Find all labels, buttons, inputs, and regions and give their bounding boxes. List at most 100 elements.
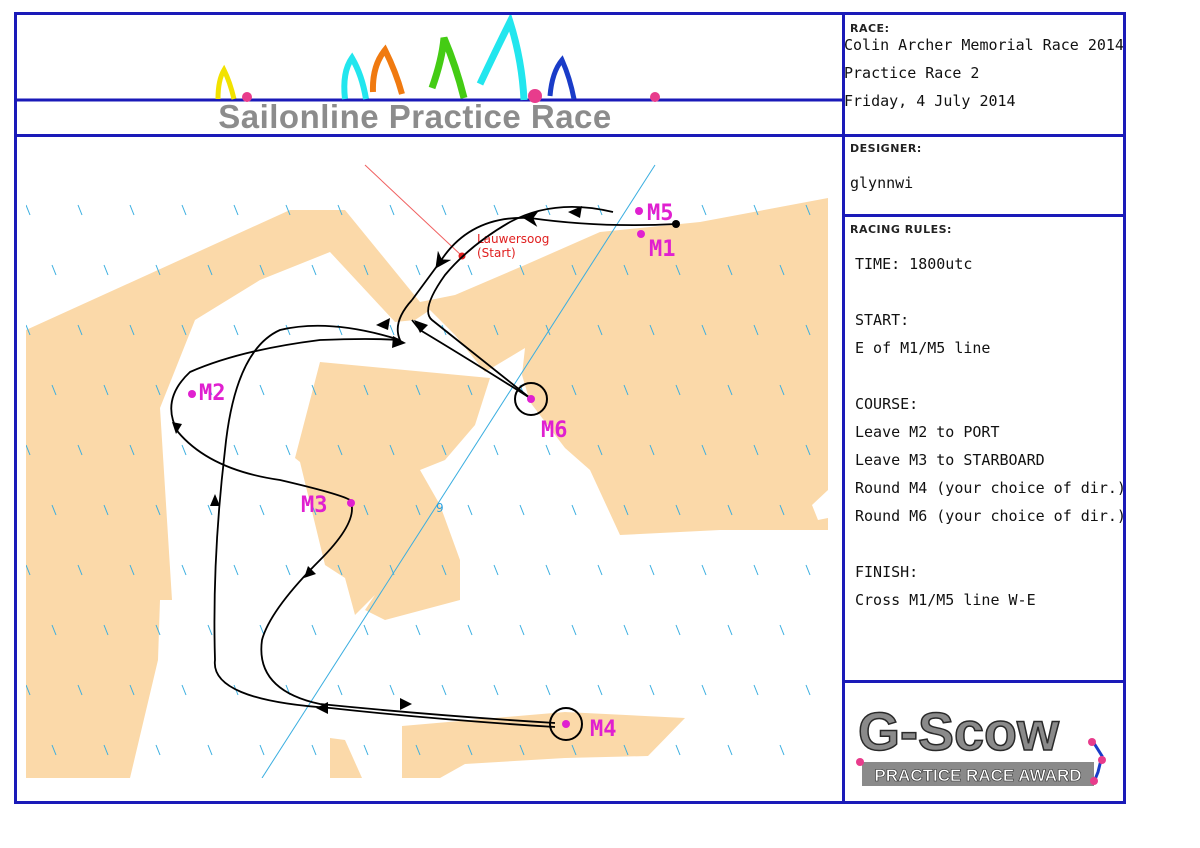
land-island [295,362,490,620]
rain-stroke [103,264,109,276]
rain-stroke [389,204,395,216]
rain-stroke [675,744,681,756]
start-sub: (Start) [477,246,516,260]
rain-stroke [51,504,57,516]
rain-stroke [571,504,577,516]
rain-stroke [649,204,655,216]
rain-stroke [415,384,421,396]
rain-stroke [467,624,473,636]
rain-stroke [441,564,447,576]
rain-stroke [363,744,369,756]
award-sub-text: PRACTICE RACE AWARD [874,766,1081,785]
rain-stroke [285,324,291,336]
rules-label: RACING RULES: [850,223,952,236]
rain-stroke [51,624,57,636]
rain-stroke [155,384,161,396]
rain-stroke [753,324,759,336]
rain-stroke [623,744,629,756]
rain-stroke [493,684,499,696]
rain-stroke [233,204,239,216]
rain-stroke [311,504,317,516]
rain-stroke [77,444,83,456]
rain-stroke [623,384,629,396]
rain-stroke [571,624,577,636]
designer-name: glynnwi [850,174,914,192]
sail-green [428,36,468,99]
rain-stroke [597,324,603,336]
mark-m2-label: M2 [199,381,226,406]
rain-stroke [337,204,343,216]
route-arrow [568,206,582,218]
rain-stroke [545,444,551,456]
rain-stroke [181,444,187,456]
route-arrow [316,702,328,714]
grid-meridian [261,164,656,778]
route-arrow [392,336,406,348]
rain-stroke [467,504,473,516]
rain-stroke [207,624,213,636]
mark-m3 [347,499,355,507]
mark-m3-label: M3 [301,493,328,518]
route-arrow [304,566,316,578]
mark-m5 [635,207,643,215]
mark-m6-label: M6 [541,418,568,443]
mark-m1-label: M1 [649,237,676,262]
race-subtitle: Practice Race 2 [844,64,980,82]
rain-stroke [363,624,369,636]
award-sail-icon [1090,739,1104,783]
rain-stroke [441,444,447,456]
rain-stroke [389,444,395,456]
rain-stroke [675,504,681,516]
rain-stroke [805,204,811,216]
rain-stroke [649,684,655,696]
rain-stroke [51,384,57,396]
rain-stroke [467,384,473,396]
rain-stroke [675,264,681,276]
rain-stroke [129,684,135,696]
rain-stroke [415,504,421,516]
route-leg [170,299,556,724]
rain-stroke [181,204,187,216]
rain-stroke [259,744,265,756]
rain-stroke [701,684,707,696]
award-main-text: G-Scow [858,702,1060,762]
rain-stroke [727,624,733,636]
rain-stroke [181,684,187,696]
rain-stroke [26,204,31,216]
rain-stroke [805,444,811,456]
rain-stroke [259,384,265,396]
rain-stroke [26,444,31,456]
rain-stroke [701,564,707,576]
m4-rounding-circle [549,707,583,741]
rain-stroke [103,504,109,516]
buoy-pink-3 [650,92,660,102]
rain-stroke [103,384,109,396]
rain-stroke [779,744,785,756]
rain-stroke [77,684,83,696]
rain-stroke [311,384,317,396]
rain-stroke [545,564,551,576]
rain-stroke [259,264,265,276]
rain-stroke [337,444,343,456]
race-name: Colin Archer Memorial Race 2014 [844,36,1124,54]
rain-stroke [753,204,759,216]
rules-start-text: E of M1/M5 line [855,339,991,357]
rain-stroke [545,204,551,216]
rain-stroke [753,564,759,576]
rain-stroke [363,384,369,396]
rain-stroke [805,564,811,576]
rain-stroke [415,744,421,756]
mark-m2 [188,390,196,398]
rain-stroke [207,384,213,396]
rain-stroke [415,624,421,636]
rain-stroke [493,564,499,576]
rain-stroke [155,264,161,276]
rules-course-line: Leave M3 to STARBOARD [855,451,1045,469]
course-map[interactable]: 9 Lauwersoog (Start) [26,137,828,778]
sail-cyan-large [476,12,528,101]
rules-course-line: Round M4 (your choice of dir.) [855,479,1126,497]
rules-course-line: Round M6 (your choice of dir.) [855,507,1126,525]
rain-stroke [155,504,161,516]
rain-stroke [311,264,317,276]
sail-cyan [341,52,369,100]
